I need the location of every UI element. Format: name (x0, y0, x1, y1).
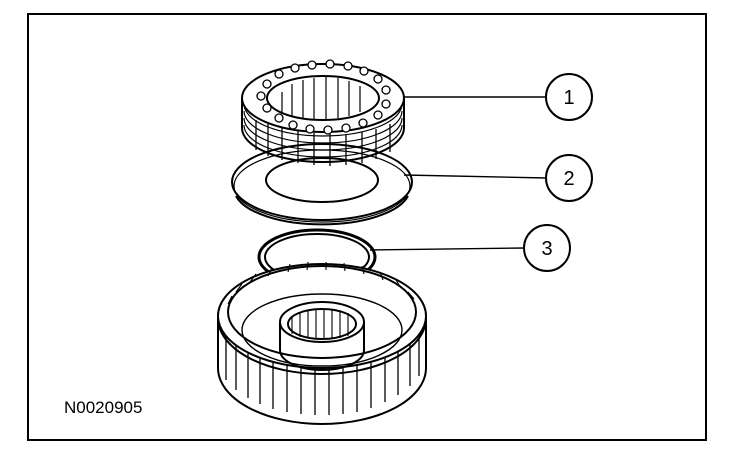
leader-line-3 (369, 247, 526, 251)
clutch-pack-illustration (241, 59, 405, 166)
callout-number-1: 1 (563, 87, 574, 109)
figure-id-label: N0020905 (64, 398, 143, 417)
callout-number-3: 3 (541, 238, 552, 260)
thrust-washer-illustration (231, 143, 413, 226)
callout-circle-3 (523, 224, 571, 272)
callout-number-2: 2 (563, 168, 574, 190)
clutch-drum-illustration (217, 261, 427, 425)
callout-circle-1 (545, 73, 593, 121)
leader-line-2 (403, 174, 548, 179)
callout-circle-2 (545, 154, 593, 202)
leader-lines (369, 96, 548, 251)
